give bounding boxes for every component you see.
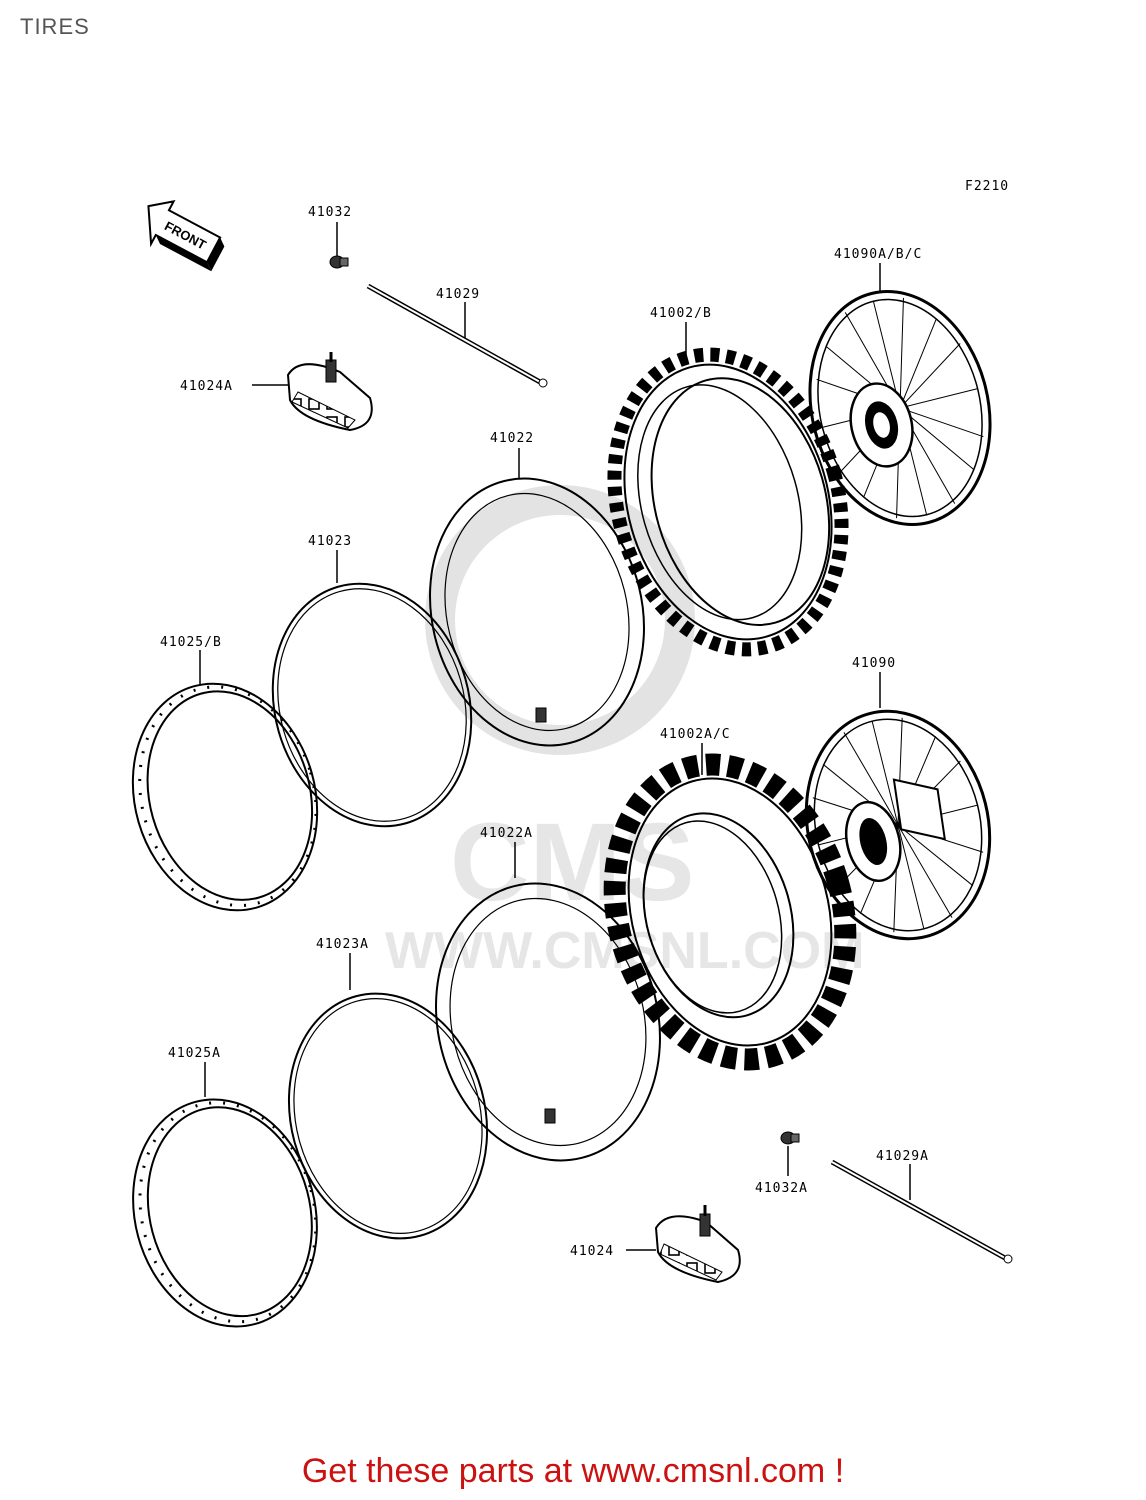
spoke-41029A xyxy=(830,1159,1013,1264)
page-title: TIRES xyxy=(20,14,90,39)
part-label-41024A: 41024A xyxy=(180,379,233,394)
part-label-41029A: 41029A xyxy=(876,1149,929,1164)
part-label-41032: 41032 xyxy=(308,205,352,220)
part-label-41023A: 41023A xyxy=(316,937,369,952)
part-label-41032A: 41032A xyxy=(755,1181,808,1196)
footer-cta-link[interactable]: Get these parts at www.cmsnl.com ! xyxy=(301,1452,845,1490)
tube-valve-rear-icon xyxy=(544,1108,556,1124)
part-label-41029: 41029 xyxy=(436,287,480,302)
part-label-41022: 41022 xyxy=(490,431,534,446)
part-label-41022A: 41022A xyxy=(480,826,533,841)
part-label-41024: 41024 xyxy=(570,1244,614,1259)
front-arrow-icon: FRONT xyxy=(147,200,225,272)
rear-tire-41002AC xyxy=(603,753,857,1071)
rim-band-41023 xyxy=(271,582,473,828)
spoke-41029 xyxy=(366,283,548,388)
rim-lock-41024A xyxy=(252,352,373,432)
valve-cap-41032 xyxy=(329,222,349,269)
part-label-41002B: 41002/B xyxy=(650,306,712,321)
part-label-41025B: 41025/B xyxy=(160,635,222,650)
valve-cap-41032A xyxy=(780,1131,800,1176)
part-label-41002AC: 41002A/C xyxy=(660,727,731,742)
exploded-parts-diagram: CMS WWW.CMSNL.COM F2210 FRONT 41032 4102… xyxy=(131,179,1013,1328)
tube-valve-icon xyxy=(535,707,547,723)
rear-wheel-41090 xyxy=(804,709,992,941)
part-label-41090: 41090 xyxy=(852,656,896,671)
part-label-41090ABC: 41090A/B/C xyxy=(834,247,922,262)
rim-band-41023A xyxy=(287,992,489,1240)
front-rim-41025B xyxy=(131,682,319,912)
rear-rim-41025A xyxy=(132,1098,318,1328)
front-wheel-41090ABC xyxy=(808,290,992,526)
part-label-41023: 41023 xyxy=(308,534,352,549)
part-label-41025A: 41025A xyxy=(168,1046,221,1061)
figure-code: F2210 xyxy=(965,179,1009,194)
watermark-logo: CMS xyxy=(450,801,694,924)
rim-lock-41024 xyxy=(626,1205,741,1284)
